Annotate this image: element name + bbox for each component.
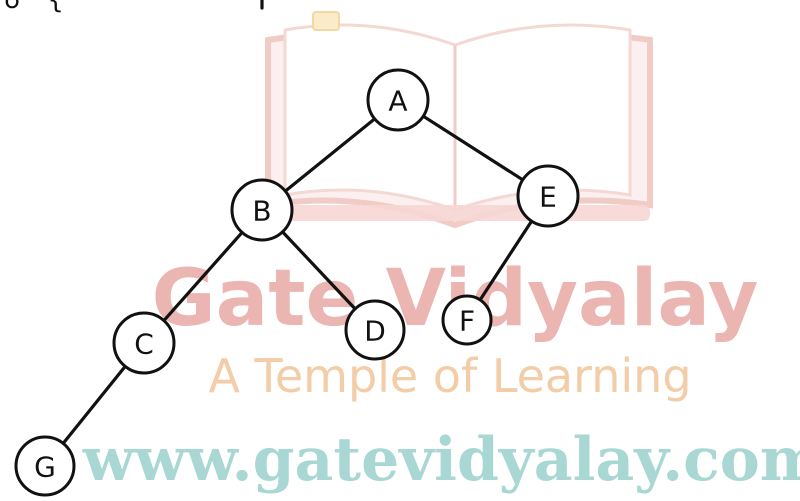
node-a: A — [366, 68, 430, 132]
edge-a-e — [421, 114, 525, 182]
node-label: G — [34, 451, 56, 484]
node-label: C — [134, 328, 154, 361]
watermark-url: www.gatevidyalay.com — [82, 425, 800, 495]
edge-b-c — [162, 230, 244, 323]
node-label: A — [388, 85, 407, 118]
watermark-tagline: A Temple of Learning — [208, 349, 691, 403]
node-d: D — [344, 299, 406, 361]
node-circle — [366, 68, 430, 132]
node-f: F — [441, 294, 493, 346]
edge-e-f — [478, 219, 534, 302]
node-circle — [14, 435, 76, 497]
node-circle — [230, 178, 294, 242]
node-c: C — [112, 311, 176, 375]
node-label: B — [252, 195, 271, 228]
book-watermark-icon — [265, 11, 653, 229]
node-b: B — [230, 178, 294, 242]
tree-edges — [61, 114, 534, 446]
edge-b-d — [280, 230, 357, 311]
node-circle — [112, 311, 176, 375]
edge-a-b — [283, 117, 377, 193]
node-e: E — [516, 164, 580, 228]
node-circle — [344, 299, 406, 361]
top-fragment-text: ʊ ᵕ { — [4, 0, 64, 15]
node-label: F — [459, 305, 475, 338]
node-g: G — [14, 435, 76, 497]
node-circle — [441, 294, 493, 346]
node-label: E — [539, 181, 557, 214]
tree-nodes: A B E C D F G — [14, 68, 580, 497]
node-label: D — [364, 315, 386, 348]
edge-c-g — [61, 364, 127, 446]
node-circle — [516, 164, 580, 228]
